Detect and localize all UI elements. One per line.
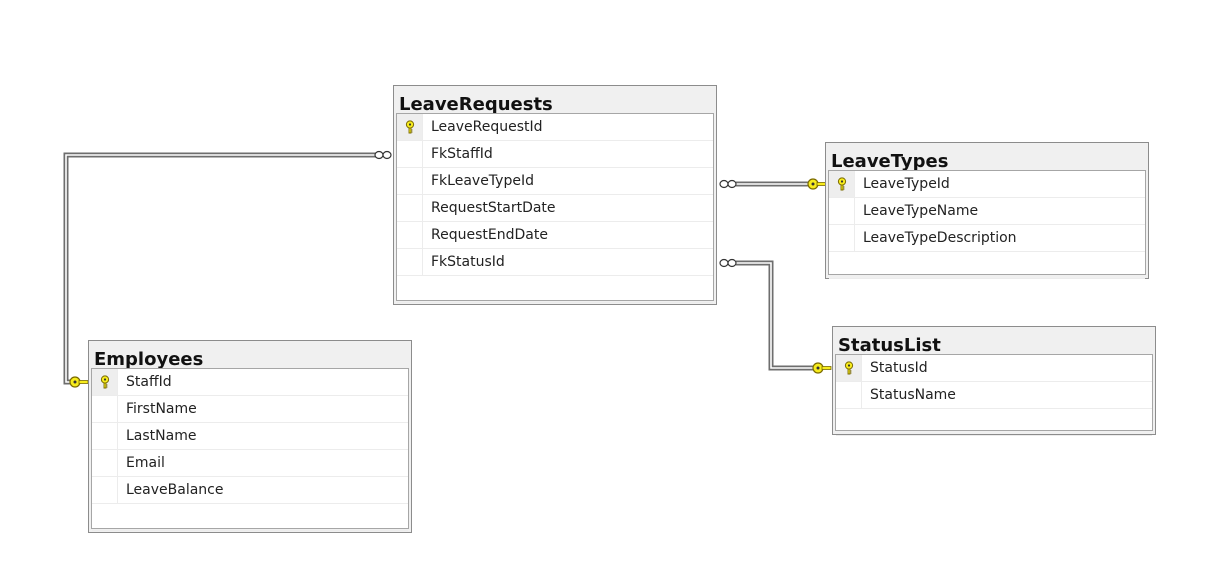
infinity-icon xyxy=(719,179,737,189)
table-column-row[interactable]: LeaveTypeId xyxy=(829,171,1145,198)
relationship-status-line-inner xyxy=(736,262,815,369)
primary-key-icon xyxy=(837,177,847,191)
row-selector[interactable] xyxy=(397,249,423,275)
table-column-row[interactable]: LeaveBalance xyxy=(92,477,408,504)
table-column-row[interactable]: StatusId xyxy=(836,355,1152,382)
primary-key-icon xyxy=(405,120,415,134)
row-selector[interactable] xyxy=(397,222,423,248)
column-name: StatusName xyxy=(870,387,956,403)
table-column-row[interactable]: Email xyxy=(92,450,408,477)
column-name: LeaveTypeName xyxy=(863,203,979,219)
key-icon xyxy=(812,362,832,374)
table-column-row[interactable]: LeaveTypeName xyxy=(829,198,1145,225)
table-column-row[interactable]: StaffId xyxy=(92,369,408,396)
new-column-row[interactable] xyxy=(829,252,1145,279)
column-name: LastName xyxy=(126,428,197,444)
primary-key-icon xyxy=(100,375,110,389)
row-selector[interactable] xyxy=(397,195,423,221)
table-column-row[interactable]: LastName xyxy=(92,423,408,450)
table-title: LeaveRequests xyxy=(399,94,553,115)
table-title: LeaveTypes xyxy=(831,151,949,172)
table-column-row[interactable]: RequestStartDate xyxy=(397,195,713,222)
infinity-icon xyxy=(374,150,392,160)
row-selector[interactable] xyxy=(836,382,862,408)
table-column-row[interactable]: RequestEndDate xyxy=(397,222,713,249)
column-name: LeaveBalance xyxy=(126,482,224,498)
key-icon xyxy=(807,178,827,190)
column-name: FkStatusId xyxy=(431,254,505,270)
column-name: FkLeaveTypeId xyxy=(431,173,534,189)
table-column-row[interactable]: FirstName xyxy=(92,396,408,423)
column-name: RequestEndDate xyxy=(431,227,548,243)
row-selector[interactable] xyxy=(397,168,423,194)
column-name: FirstName xyxy=(126,401,197,417)
column-name: LeaveTypeDescription xyxy=(863,230,1017,246)
table-column-row[interactable]: FkLeaveTypeId xyxy=(397,168,713,195)
table-column-row[interactable]: LeaveTypeDescription xyxy=(829,225,1145,252)
table-column-row[interactable]: FkStatusId xyxy=(397,249,713,276)
row-selector[interactable] xyxy=(92,423,118,449)
relationship-status-line[interactable] xyxy=(736,260,815,371)
column-name: FkStaffId xyxy=(431,146,493,162)
column-name: StatusId xyxy=(870,360,928,376)
relationship-status[interactable] xyxy=(719,258,832,374)
row-selector[interactable] xyxy=(829,171,855,197)
relationship-leavetype[interactable] xyxy=(719,178,827,190)
row-selector[interactable] xyxy=(92,369,118,395)
new-column-row[interactable] xyxy=(92,504,408,531)
table-column-row[interactable]: LeaveRequestId xyxy=(397,114,713,141)
relationship-staff[interactable] xyxy=(63,150,392,388)
table-title: Employees xyxy=(94,349,204,370)
row-selector[interactable] xyxy=(829,225,855,251)
row-selector[interactable] xyxy=(92,477,118,503)
row-selector[interactable] xyxy=(92,450,118,476)
primary-key-icon xyxy=(844,361,854,375)
table-column-row[interactable]: StatusName xyxy=(836,382,1152,409)
column-name: Email xyxy=(126,455,165,471)
column-name: LeaveTypeId xyxy=(863,176,950,192)
new-column-row[interactable] xyxy=(836,409,1152,436)
row-selector[interactable] xyxy=(836,355,862,381)
row-selector[interactable] xyxy=(397,141,423,167)
row-selector[interactable] xyxy=(829,198,855,224)
table-title: StatusList xyxy=(838,335,941,356)
new-column-row[interactable] xyxy=(397,276,713,303)
column-name: LeaveRequestId xyxy=(431,119,543,135)
row-selector[interactable] xyxy=(92,396,118,422)
infinity-icon xyxy=(719,258,737,268)
row-selector[interactable] xyxy=(397,114,423,140)
table-column-row[interactable]: FkStaffId xyxy=(397,141,713,168)
column-name: RequestStartDate xyxy=(431,200,556,216)
key-icon xyxy=(69,376,89,388)
column-name: StaffId xyxy=(126,374,172,390)
